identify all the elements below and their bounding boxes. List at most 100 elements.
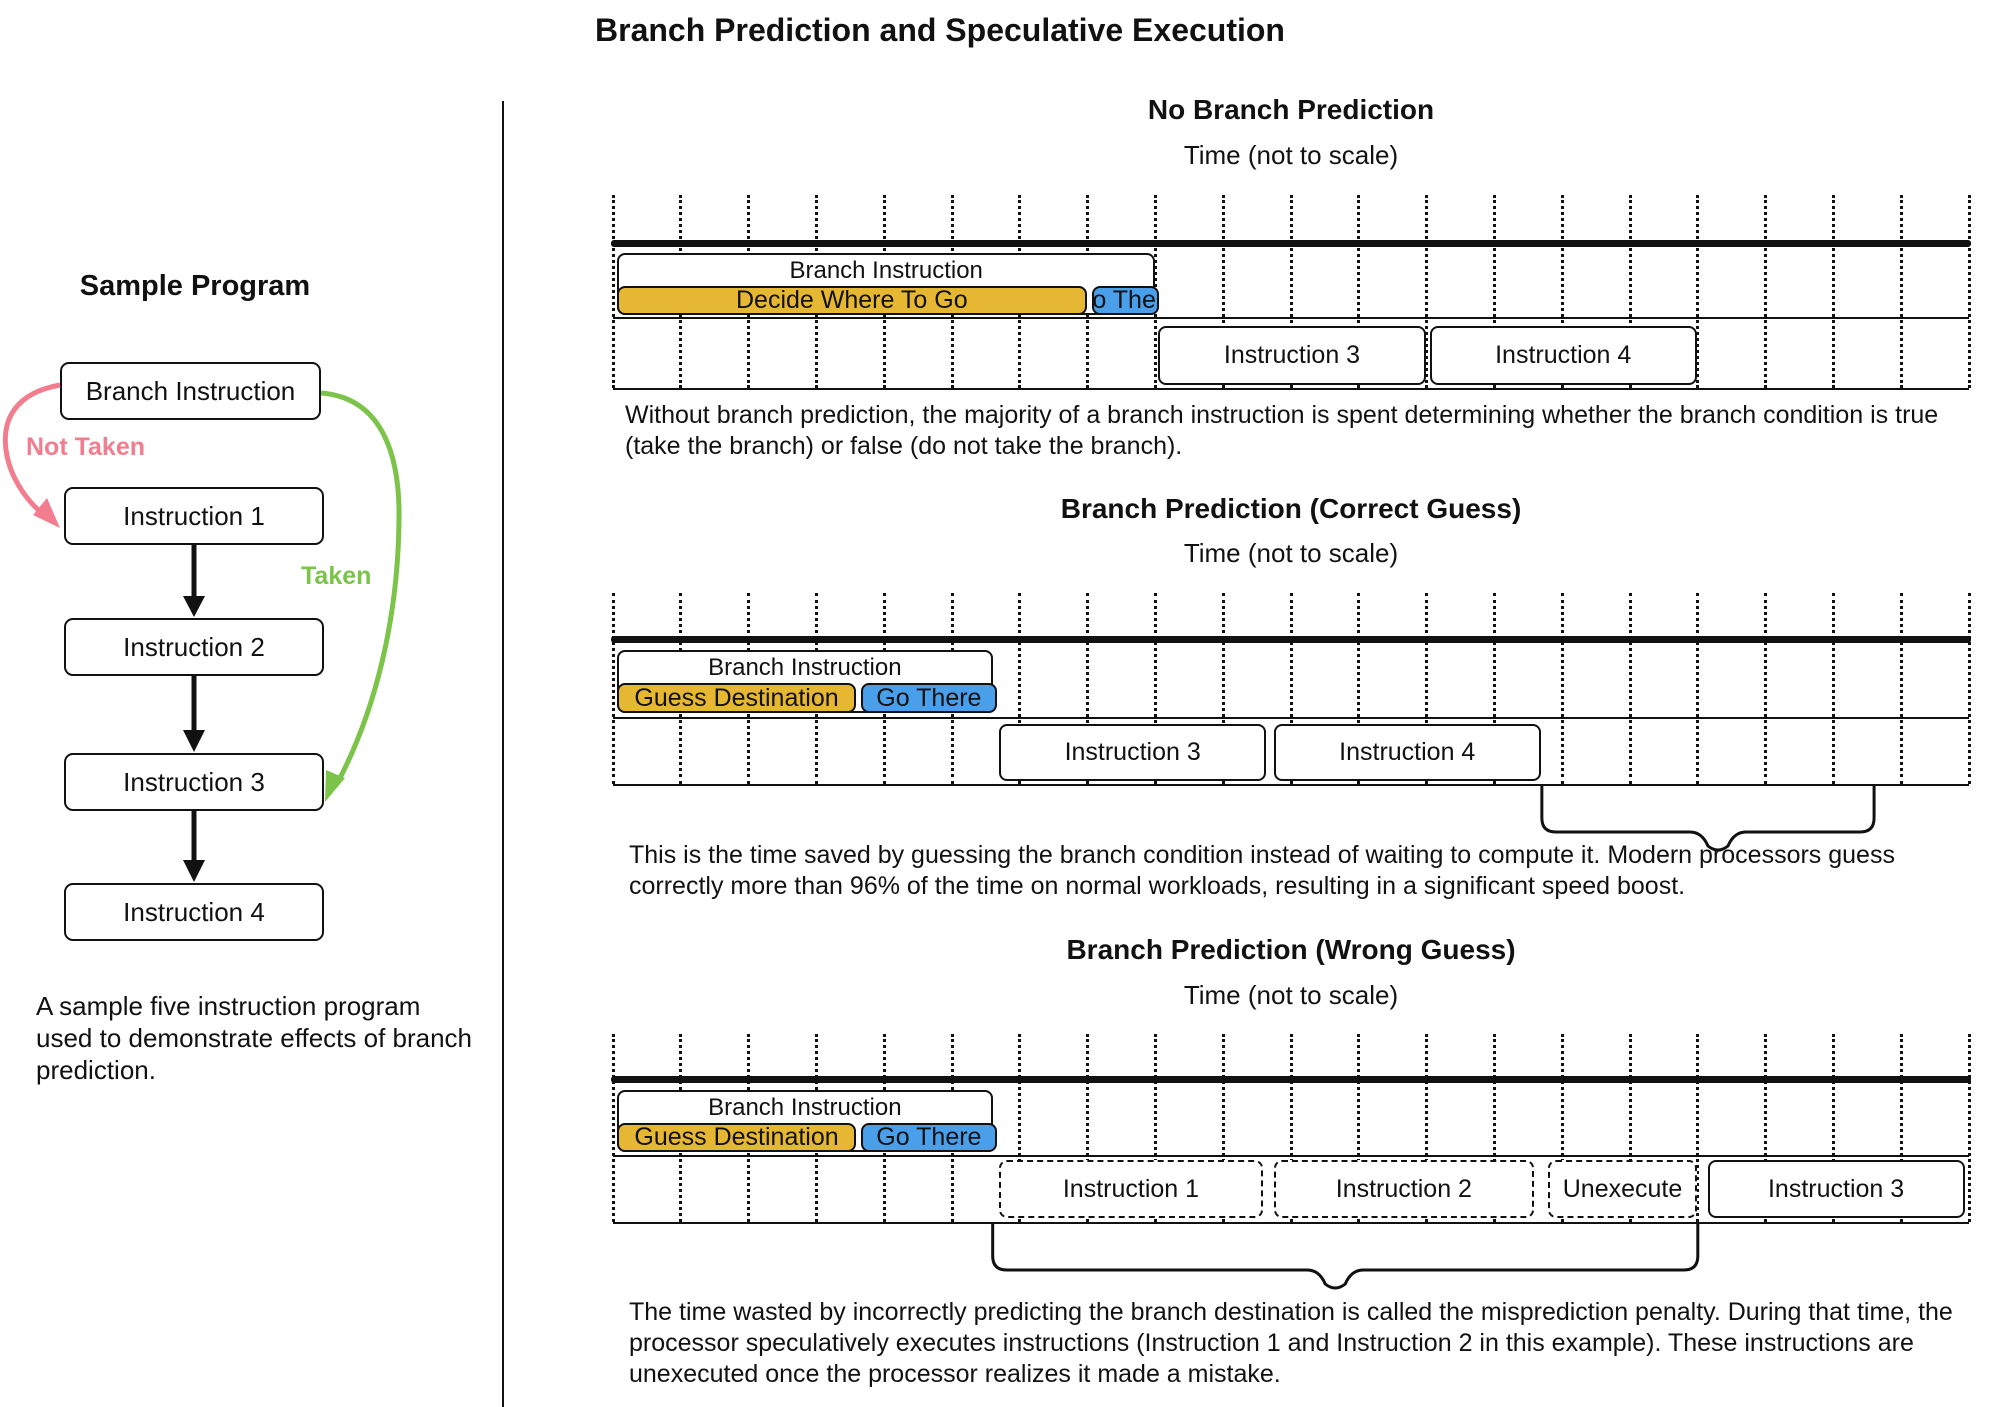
phase-label: Go There — [876, 683, 982, 712]
brace-path — [991, 1224, 1700, 1290]
time-grid-line — [1560, 1034, 1564, 1222]
phase-go-there-block: Go There — [1091, 286, 1160, 315]
time-grid-line — [1221, 1034, 1225, 1222]
time-grid-line — [1560, 195, 1564, 388]
phase-label: Go There — [876, 1123, 982, 1151]
branch-instruction-label: Branch Instruction — [789, 257, 983, 284]
time-grid-line — [1018, 593, 1022, 784]
phase-label: Decide Where To Go — [736, 286, 968, 314]
time-grid-line — [1628, 195, 1632, 388]
time-grid-line — [1425, 1034, 1429, 1222]
time-grid-line — [1425, 195, 1429, 388]
time-grid-line — [1764, 195, 1768, 388]
time-grid-line — [1967, 195, 1971, 388]
time-grid-line — [611, 195, 615, 388]
phase-decide-block: Decide Where To Go — [617, 286, 1087, 315]
instruction-label: Instruction 1 — [1062, 1174, 1200, 1203]
time-grid-line — [1696, 195, 1700, 388]
time-axis-line — [611, 1076, 1971, 1083]
time-grid-line — [1899, 195, 1903, 388]
phase-decide-block: Guess Destination — [617, 683, 857, 713]
time-grid-line — [1221, 593, 1225, 784]
sample-program-caption: A sample five instruction program used t… — [36, 991, 473, 1085]
time-grid-line — [1628, 1034, 1632, 1222]
flow-box-label: Branch Instruction — [85, 375, 296, 406]
time-axis-label: Time (not to scale) — [1183, 538, 1399, 568]
time-grid-line — [1831, 593, 1835, 784]
section-title: Branch Prediction (Wrong Guess) — [1066, 934, 1516, 965]
branch-instruction-label: Branch Instruction — [708, 1094, 902, 1121]
instruction-label: Instruction 4 — [1495, 341, 1632, 369]
time-grid-line — [1831, 195, 1835, 388]
section-title: Branch Prediction (Correct Guess) — [1060, 493, 1522, 524]
time-axis-label: Time (not to scale) — [1183, 980, 1399, 1010]
flow-box-branch-instruction: Branch Instruction — [60, 362, 321, 420]
taken-label: Taken — [301, 562, 372, 590]
instruction-label: Instruction 3 — [1767, 1174, 1905, 1203]
time-axis-label: Time (not to scale) — [1183, 140, 1399, 170]
time-grid-line — [1492, 1034, 1496, 1222]
phase-label: Guess Destination — [634, 683, 839, 712]
time-grid-line — [1289, 593, 1293, 784]
seq-arrowhead-2-3-icon — [183, 730, 205, 752]
section-description: This is the time saved by guessing the b… — [629, 841, 1895, 900]
phase-go-there-block: Go There — [861, 1123, 997, 1152]
time-grid-line — [611, 1034, 615, 1222]
timeline-instruction-block: Instruction 4 — [1273, 724, 1541, 781]
row-bottom-line — [613, 1222, 1969, 1224]
instruction-label: Instruction 3 — [1064, 738, 1201, 766]
flow-box-label: Instruction 3 — [123, 766, 265, 797]
flow-box-label: Instruction 2 — [123, 631, 265, 662]
time-grid-line — [1967, 593, 1971, 784]
time-grid-line — [1492, 195, 1496, 388]
not-taken-label: Not Taken — [26, 433, 145, 461]
taken-arrowhead-icon — [325, 770, 345, 802]
section-title: No Branch Prediction — [1147, 94, 1435, 125]
time-grid-line — [1425, 593, 1429, 784]
time-grid-line — [1492, 593, 1496, 784]
time-grid-line — [1289, 195, 1293, 388]
time-grid-line — [1764, 1034, 1768, 1222]
phase-go-there-block: Go There — [861, 683, 997, 713]
instruction-label: Instruction 2 — [1335, 1174, 1472, 1203]
section-description: Without branch prediction, the majority … — [625, 401, 1939, 460]
time-grid-line — [1560, 593, 1564, 784]
time-grid-line — [1764, 593, 1768, 784]
time-grid-line — [1086, 1034, 1090, 1222]
time-grid-line — [1153, 593, 1157, 784]
flow-box-label: Instruction 1 — [123, 500, 265, 531]
time-grid-line — [1357, 593, 1361, 784]
time-axis-line — [611, 240, 1971, 247]
timeline-instruction-block: Instruction 3 — [999, 724, 1267, 781]
row-divider-line — [613, 717, 1969, 719]
instruction-label: Unexecute — [1562, 1174, 1683, 1203]
time-grid-line — [1899, 593, 1903, 784]
time-grid-line — [1967, 1034, 1971, 1222]
time-grid-line — [1289, 1034, 1293, 1222]
time-grid-line — [1086, 593, 1090, 784]
timeline-instruction-block: Instruction 3 — [1158, 326, 1426, 385]
sample-program-title: Sample Program — [79, 270, 311, 302]
branch-instruction-label: Branch Instruction — [708, 654, 902, 681]
timeline-instruction-block: Instruction 4 — [1429, 326, 1697, 385]
time-grid-line — [1628, 593, 1632, 784]
time-grid-line — [611, 593, 615, 784]
timeline-instruction-block: Instruction 3 — [1707, 1160, 1965, 1218]
phase-label: Guess Destination — [634, 1123, 839, 1151]
panel-divider — [502, 101, 504, 1407]
main-title: Branch Prediction and Speculative Execut… — [595, 12, 1285, 48]
flow-box-instruction-3: Instruction 3 — [64, 753, 324, 811]
not-taken-arrowhead-icon — [33, 498, 60, 528]
timeline-instruction-block: Instruction 1 — [999, 1160, 1263, 1218]
phase-decide-block: Guess Destination — [617, 1123, 857, 1152]
seq-arrowhead-3-4-icon — [183, 860, 205, 882]
timeline-instruction-block: Unexecute — [1548, 1160, 1697, 1218]
row-bottom-line — [613, 784, 1969, 786]
time-grid-line — [1696, 1034, 1700, 1222]
time-grid-line — [1221, 195, 1225, 388]
time-grid-line — [1696, 593, 1700, 784]
row-bottom-line — [613, 388, 1969, 390]
flow-box-instruction-4: Instruction 4 — [64, 883, 324, 941]
time-grid-line — [1357, 195, 1361, 388]
seq-arrowhead-1-2-icon — [183, 596, 205, 617]
